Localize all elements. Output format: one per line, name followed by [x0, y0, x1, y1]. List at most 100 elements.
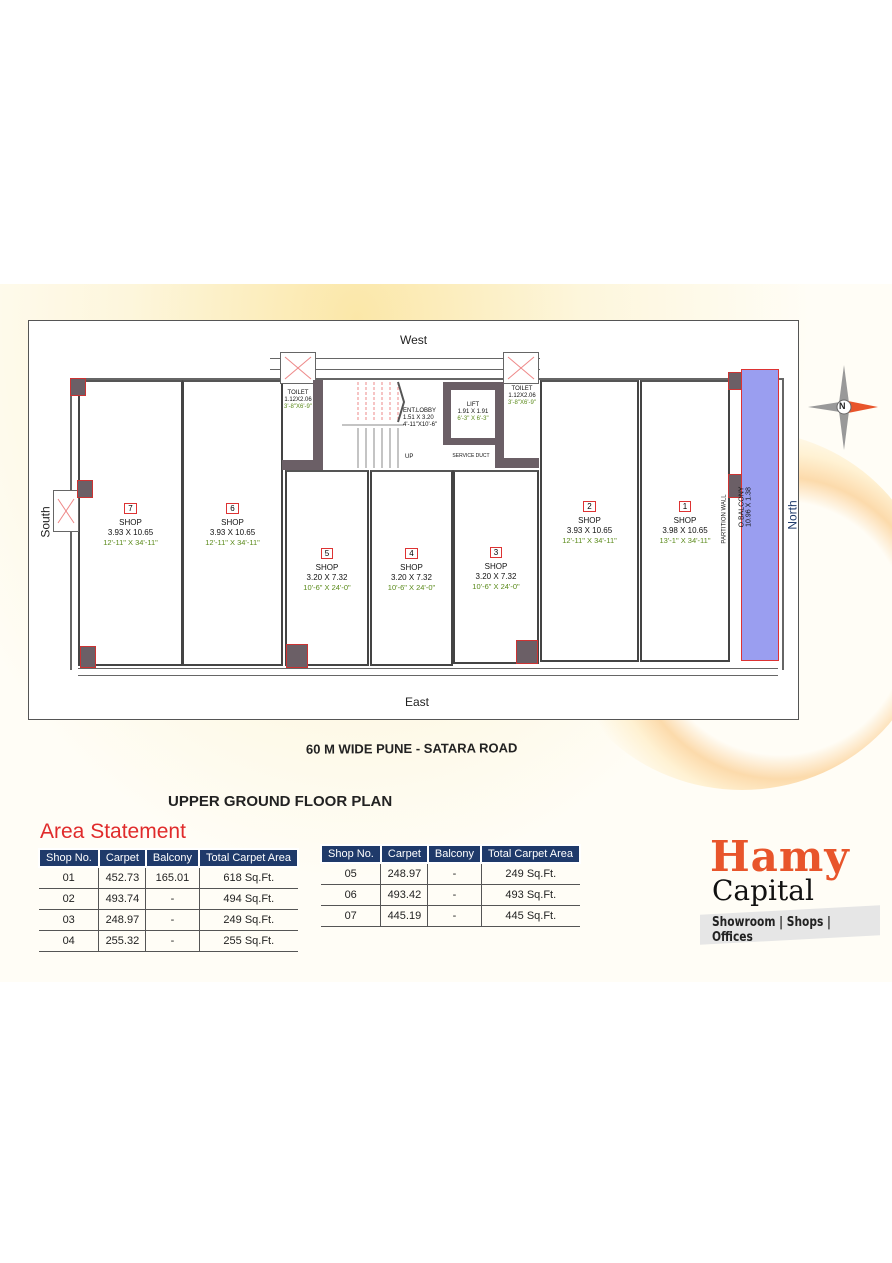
column-header: Shop No. [38, 848, 100, 868]
shop-imperial: 10'-6" X 24'-0" [387, 583, 436, 592]
table-cell: - [427, 863, 482, 885]
service-duct: SERVICE DUCT [452, 453, 490, 459]
shop-2: 2 SHOP 3.93 X 10.65 12'-11" X 34'-11" [540, 380, 639, 662]
road-label: 60 M WIDE PUNE - SATARA ROAD [305, 740, 518, 757]
direction-north: North [785, 500, 800, 530]
table-cell: 04 [39, 930, 99, 952]
toilet-left-metric: 1.12X2.06 [284, 397, 312, 403]
table-cell: 255.32 [98, 930, 146, 952]
shop-imperial: 12'-11" X 34'-11" [103, 538, 158, 547]
shop-number: 7 [124, 503, 137, 514]
table-cell: 05 [321, 863, 381, 885]
shop-imperial: 12'-11" X 34'-11" [205, 538, 260, 547]
table-cell: 452.73 [98, 867, 146, 889]
lift-wall [443, 382, 503, 390]
shaft-right [503, 352, 539, 384]
balcony-name: O.BALCONY [738, 486, 746, 528]
column [286, 644, 308, 668]
direction-south: South [38, 506, 53, 538]
shop-label: SHOP [673, 516, 697, 525]
staircase [342, 381, 406, 468]
column [77, 480, 93, 498]
shop-number: 1 [678, 501, 692, 512]
shop-label: SHOP [400, 563, 423, 572]
brand-tagline: Showroom | Shops | Offices [712, 915, 831, 945]
shop-6: 6 SHOP 3.93 X 10.65 12'-11" X 34'-11" [182, 380, 283, 666]
front-edge [78, 668, 778, 676]
shop-info: 4 SHOP 3.20 X 7.32 10'-6" X 24'-0" [372, 543, 451, 593]
direction-west: West [400, 333, 428, 347]
shop-metric: 3.98 X 10.65 [662, 526, 708, 535]
core-wall [495, 458, 539, 468]
shop-metric: 3.20 X 7.32 [475, 572, 517, 581]
lift-imperial: 6'-3" X 6'-3" [457, 416, 489, 422]
table-cell: 02 [39, 888, 99, 910]
shop-metric: 3.93 X 10.65 [209, 528, 256, 537]
core-wall [313, 380, 323, 470]
open-balcony [741, 369, 779, 661]
shop-4: 4 SHOP 3.20 X 7.32 10'-6" X 24'-0" [370, 470, 453, 666]
table-cell: 248.97 [98, 909, 146, 931]
entrance-lobby: ENT.LOBBY 1.51 X 3.20 4'-11"X10'-6" [403, 408, 445, 429]
compass-icon [808, 365, 878, 450]
brand-name-top: Hamy [710, 832, 850, 881]
column-header: Carpet [379, 844, 429, 864]
balcony-metric: 10.96 X 1.38 [745, 487, 753, 527]
shop-number: 3 [489, 547, 503, 558]
lobby-label: ENT.LOBBY [403, 408, 437, 414]
table-cell: 445 Sq.Ft. [480, 905, 581, 927]
table-cell: 01 [39, 867, 99, 889]
column-header: Shop No. [320, 844, 382, 864]
table-cell: 249 Sq.Ft. [480, 863, 581, 885]
toilet-left-label: TOILET [287, 390, 309, 396]
toilet-left: TOILET 1.12X2.06 3'-8"X6'-9" [282, 390, 314, 411]
table-cell: 03 [39, 909, 99, 931]
shop-info: 5 SHOP 3.20 X 7.32 10'-6" X 24'-0" [287, 543, 367, 593]
column-header: Balcony [144, 848, 201, 868]
lift: LIFT 1.91 X 1.91 6'-3" X 6'-3" [451, 402, 495, 423]
table-cell: 445.19 [380, 905, 428, 927]
lift-wall [443, 438, 503, 445]
rear-corridor [270, 358, 540, 370]
core-wall [282, 460, 322, 470]
lift-metric: 1.91 X 1.91 [457, 409, 489, 415]
shop-number: 4 [405, 548, 418, 559]
shaft-left [280, 352, 316, 384]
shaft-south [53, 490, 79, 532]
table-cell: 255 Sq.Ft. [198, 930, 299, 952]
table-cell: 493 Sq.Ft. [480, 884, 581, 906]
column-header: Total Carpet Area [198, 848, 300, 868]
shop-number: 5 [320, 548, 334, 559]
shop-imperial: 10'-6" X 24'-0" [303, 583, 351, 592]
column [516, 640, 538, 664]
shop-info: 2 SHOP 3.93 X 10.65 12'-11" X 34'-11" [542, 496, 637, 546]
toilet-left-imperial: 3'-8"X6'-9" [284, 404, 312, 410]
partition-wall-label: PARTITION WALL [721, 494, 728, 544]
table-cell: 493.74 [98, 888, 146, 910]
shop-label: SHOP [315, 563, 339, 572]
shop-metric: 3.20 X 7.32 [391, 573, 432, 582]
lift-label: LIFT [466, 402, 480, 408]
column [70, 378, 86, 396]
shop-info: 6 SHOP 3.93 X 10.65 12'-11" X 34'-11" [184, 498, 281, 548]
shop-7: 7 SHOP 3.93 X 10.65 12'-11" X 34'-11" [78, 380, 183, 666]
shop-label: SHOP [221, 518, 244, 527]
shop-info: 1 SHOP 3.98 X 10.65 13'-1" X 34'-11" [642, 496, 728, 546]
lift-wall [443, 382, 451, 442]
column [80, 646, 96, 668]
table-cell: - [427, 884, 482, 906]
lift-wall [495, 382, 504, 467]
lobby-imperial: 4'-11"X10'-6" [403, 422, 438, 428]
shop-number: 6 [226, 503, 239, 514]
shop-imperial: 10'-6" X 24'-0" [472, 582, 520, 591]
toilet-right-label: TOILET [511, 386, 533, 392]
table-cell: 249 Sq.Ft. [198, 909, 299, 931]
shop-metric: 3.20 X 7.32 [306, 573, 348, 582]
